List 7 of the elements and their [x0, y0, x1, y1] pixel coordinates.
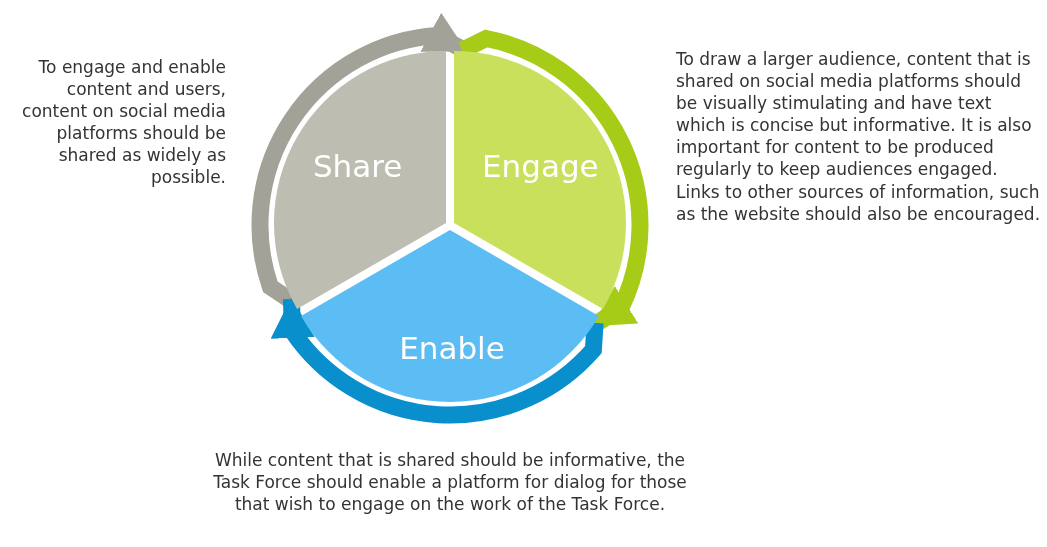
segment-label: Enable: [399, 330, 505, 366]
description-text: To engage and enable content and users, content on social media platforms should be shared as widely as possible.: [21, 56, 226, 189]
description-text: To draw a larger audience, content that is shared on social media platforms should be visually stimulating and have text which is concise but informative. It is also important for content to be produced regularly to keep audiences engaged. Links to other sources of information, such as the website should also be encouraged.: [676, 48, 1042, 225]
segment-label: Engage: [482, 147, 599, 184]
curved-arrow: [270, 297, 604, 424]
description-text: While content that is shared should be informative, the Task Force should enable a platform for dialog for those that wish to engage on the work of the Task Force.: [212, 449, 688, 516]
segment-label: Share: [312, 147, 403, 184]
